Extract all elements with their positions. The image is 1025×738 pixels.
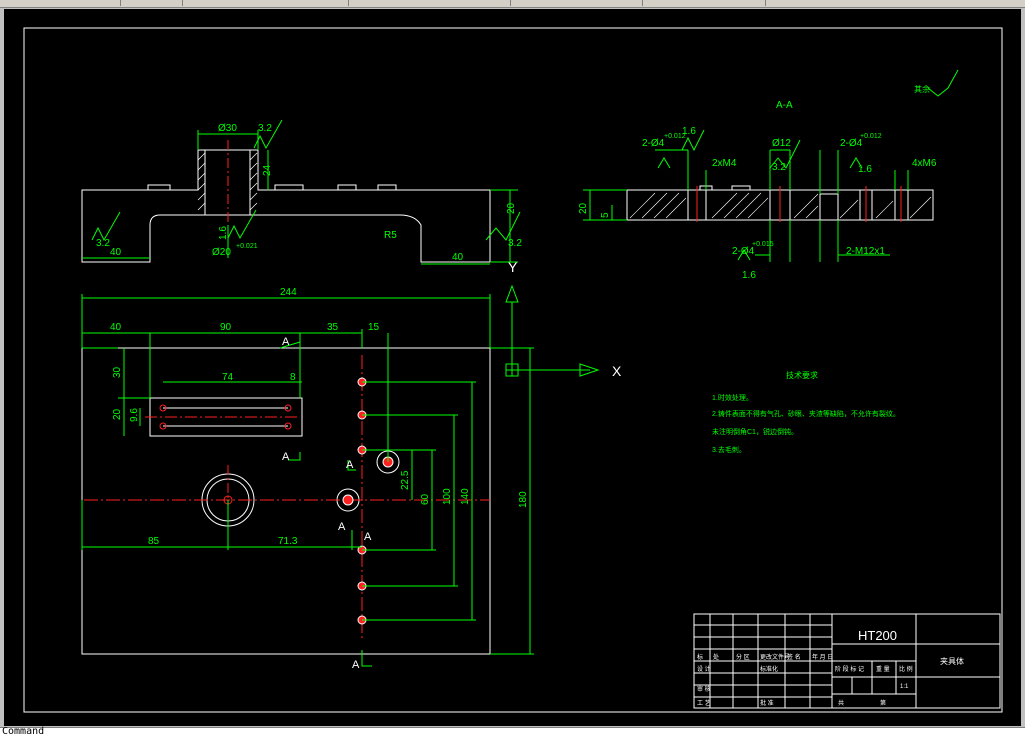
sec-m6: 4xM6 xyxy=(912,158,937,169)
tb-cell: 标 xyxy=(697,653,703,661)
dim-h24: 24 xyxy=(262,164,273,176)
tech-req-line: 3.去毛刺。 xyxy=(712,445,746,454)
dim-35: 35 xyxy=(327,322,339,333)
dim-overall-width: 244 xyxy=(280,287,297,298)
dim-v20: 20 xyxy=(112,408,123,420)
tb-cell: 工 艺 xyxy=(697,699,711,707)
section-mark-a3: A xyxy=(346,459,354,471)
sec-d4b: 2-Ø4 xyxy=(840,138,863,149)
dim-15: 15 xyxy=(368,322,380,333)
tb-cell: 第 xyxy=(880,699,886,707)
sec-tol-c: +0.015 xyxy=(752,241,774,248)
scale-value: 1:1 xyxy=(900,684,909,690)
tb-cell: 重 量 xyxy=(876,665,890,673)
sec-tol-b: +0.012 xyxy=(860,133,882,140)
dim-180: 180 xyxy=(518,491,529,508)
tb-cell: 批 准 xyxy=(760,699,774,707)
toolbar-segment[interactable] xyxy=(645,0,766,6)
tb-cell: 共 xyxy=(838,699,844,707)
tb-cell: 更改文件号 xyxy=(760,653,790,661)
title-block-grid xyxy=(693,613,1001,709)
tech-req-line: 未注明倒角C1，锐边倒钝。 xyxy=(712,427,798,436)
tb-cell: 处 xyxy=(713,653,719,661)
tech-req-line: 2.铸件表面不得有气孔、砂眼、夹渣等缺陷，不允许有裂纹。 xyxy=(712,409,900,418)
dimension-lines xyxy=(81,69,959,667)
tb-cell: 设 计 xyxy=(697,665,711,673)
section-view xyxy=(626,185,934,221)
dim-dia30: Ø30 xyxy=(218,123,237,134)
sec-rough16b: 1.6 xyxy=(858,164,872,175)
sec-h20: 20 xyxy=(578,202,589,214)
tech-req-title: 技术要求 xyxy=(786,370,818,380)
section-mark-a5: A xyxy=(364,531,372,543)
dim-left40-top: 40 xyxy=(110,322,122,333)
section-mark-a6: A xyxy=(352,659,360,671)
dim-v9-6: 9.6 xyxy=(129,408,140,422)
section-title: A-A xyxy=(776,100,793,111)
sec-d12: Ø12 xyxy=(772,138,791,149)
dim-right40: 40 xyxy=(452,252,464,263)
tb-cell: 审 核 xyxy=(697,685,711,693)
dim-85: 85 xyxy=(148,536,160,547)
dim-rough32a: 3.2 xyxy=(258,123,272,134)
tb-cell: 阶 段 标 记 xyxy=(835,665,864,673)
tb-cell: 比 例 xyxy=(899,665,913,673)
dim-h20: 20 xyxy=(506,202,517,214)
dim-140: 140 xyxy=(460,488,471,505)
hole xyxy=(342,494,354,506)
material-label: HT200 xyxy=(858,628,897,643)
title-block-text: 夹具体 1:1 标 处 分 区 更改文件号 签 名 年 月 日 设 计 标准化 … xyxy=(697,653,964,707)
dim-r5: R5 xyxy=(384,230,397,241)
dim-60: 60 xyxy=(420,493,431,505)
sec-d4a: 2-Ø4 xyxy=(642,138,665,149)
dim-left40: 40 xyxy=(110,247,122,258)
dim-v30: 30 xyxy=(112,366,123,378)
dim-dia20: Ø20 xyxy=(212,247,231,258)
sec-tol-a: +0.012 xyxy=(664,133,686,140)
command-prompt[interactable]: Command xyxy=(2,726,45,737)
sec-d4c: 2-Ø4 xyxy=(732,246,755,257)
sec-h5: 5 xyxy=(600,212,611,218)
section-mark-a4: A xyxy=(338,521,346,533)
sec-m12: 2-M12x1 xyxy=(846,246,885,257)
dim-100: 100 xyxy=(442,488,453,505)
dim-rough16: 1.6 xyxy=(218,226,229,240)
cad-drawing: Ø30 3.2 24 1.6 Ø20 +0.021 20 R5 40 40 3.… xyxy=(23,27,1003,713)
dim-tol: +0.021 xyxy=(236,243,258,250)
dim-rough32c: 3.2 xyxy=(508,238,522,249)
sec-rough16a: 1.6 xyxy=(682,126,696,137)
command-line[interactable]: Command xyxy=(0,726,1025,738)
sec-m4: 2xM4 xyxy=(712,158,737,169)
toolbar-segment[interactable] xyxy=(188,0,349,6)
dim-22-5: 22.5 xyxy=(400,470,411,490)
front-view xyxy=(81,149,491,263)
toolbar-segment[interactable] xyxy=(350,0,511,6)
toolbar-segment[interactable] xyxy=(0,0,121,6)
drawing-frame xyxy=(23,27,1003,713)
toolbar-strip xyxy=(0,0,1025,8)
dim-8: 8 xyxy=(290,372,296,383)
tech-req-line: 1.时效处理。 xyxy=(712,393,753,402)
section-mark-a1: A xyxy=(282,336,290,348)
tb-cell: 签 名 xyxy=(787,653,801,661)
dim-71-3: 71.3 xyxy=(278,536,298,547)
tb-cell: 标准化 xyxy=(760,665,778,673)
toolbar-segment[interactable] xyxy=(512,0,643,6)
axis-y-label: Y xyxy=(508,259,518,275)
technical-requirements: 技术要求 1.时效处理。 2.铸件表面不得有气孔、砂眼、夹渣等缺陷，不允许有裂纹… xyxy=(712,370,900,454)
dim-90: 90 xyxy=(220,322,232,333)
sec-rough16c: 1.6 xyxy=(742,270,756,281)
roughness-note-label: 其余 xyxy=(914,84,930,94)
toolbar-segment[interactable] xyxy=(122,0,183,6)
section-mark-a2: A xyxy=(282,451,290,463)
drawing-canvas[interactable]: Ø30 3.2 24 1.6 Ø20 +0.021 20 R5 40 40 3.… xyxy=(4,9,1021,726)
axis-x-label: X xyxy=(612,363,622,379)
tb-cell: 年 月 日 xyxy=(812,653,833,661)
part-name: 夹具体 xyxy=(940,656,964,666)
dim-74: 74 xyxy=(222,372,234,383)
dim-rough32b: 3.2 xyxy=(96,238,110,249)
tb-cell: 分 区 xyxy=(736,653,750,661)
sec-rough32: 3.2 xyxy=(772,162,786,173)
